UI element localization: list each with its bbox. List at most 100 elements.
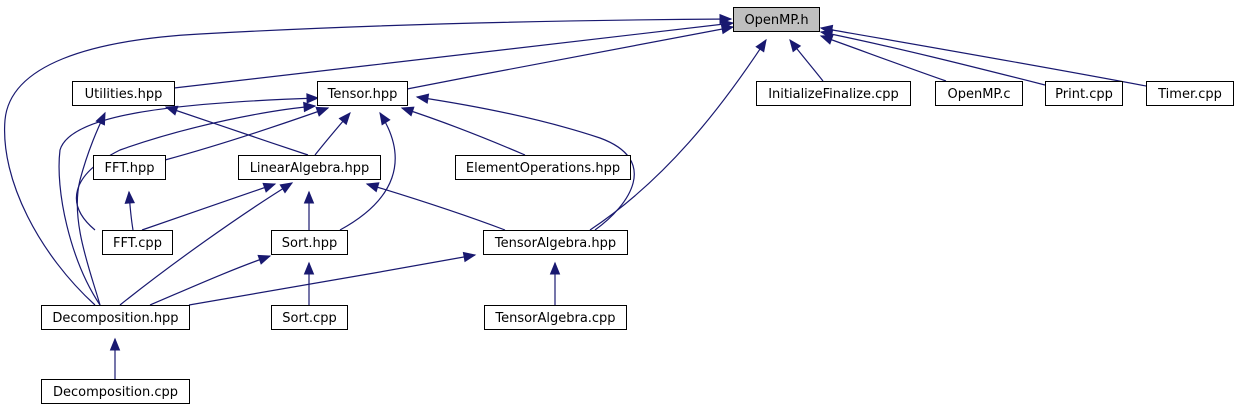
edge-decomp_hpp-to-sort_hpp	[149, 254, 272, 306]
node-label: Timer.cpp	[1157, 87, 1222, 102]
edge-initfin-to-openmp_h	[789, 38, 824, 82]
arrowhead	[819, 24, 834, 36]
node-box[interactable]	[271, 305, 348, 330]
node-box[interactable]	[93, 155, 166, 180]
node-label: ElementOperations.hpp	[466, 161, 620, 176]
edge-line	[820, 27, 1147, 87]
arrowhead	[365, 182, 380, 193]
edge-sort_hpp-to-tensor	[339, 111, 396, 231]
arrowhead	[109, 337, 121, 351]
node-box[interactable]	[1045, 81, 1123, 106]
node-box[interactable]	[1146, 81, 1234, 106]
edge-decomp_hpp-to-utilities	[76, 111, 106, 306]
arrowhead	[462, 251, 477, 263]
edge-line	[339, 112, 396, 231]
edge-sort_hpp-to-linalg	[303, 190, 315, 230]
node-label: Sort.hpp	[282, 236, 338, 251]
arrowhead	[315, 106, 330, 117]
node-box[interactable]	[483, 230, 628, 255]
node-label: OpenMP.h	[744, 13, 808, 28]
node-label: Decomposition.hpp	[52, 311, 178, 326]
edge-line	[3, 18, 732, 306]
edge-fft_hpp-to-tensor	[164, 106, 330, 161]
edge-talg_cpp-to-talg_hpp	[549, 261, 561, 305]
edge-line	[188, 254, 476, 306]
arrowhead	[262, 182, 277, 193]
node-sort-hpp[interactable]: Sort.hpp	[271, 230, 348, 255]
edge-talg_hpp-to-tensor	[415, 93, 635, 231]
node-label: OpenMP.c	[947, 87, 1010, 102]
edge-linalg-to-tensor	[314, 111, 351, 156]
edge-openmp_c-to-openmp_h	[819, 34, 947, 82]
edge-decomp_hpp-to-linalg	[119, 182, 294, 306]
edge-line	[149, 255, 271, 306]
edge-decomp_hpp-to-openmp_h	[3, 13, 733, 306]
node-timer[interactable]: Timer.cpp	[1146, 81, 1234, 106]
node-box[interactable]	[935, 81, 1023, 106]
node-box[interactable]	[484, 305, 627, 330]
node-box[interactable]	[271, 230, 348, 255]
arrowhead	[415, 93, 430, 104]
arrowhead	[789, 38, 802, 53]
node-label: FFT.hpp	[104, 161, 154, 176]
node-talg-cpp[interactable]: TensorAlgebra.cpp	[484, 305, 627, 330]
node-label: TensorAlgebra.hpp	[494, 236, 616, 251]
node-box[interactable]	[41, 379, 190, 404]
arrowhead	[279, 182, 294, 194]
node-fft-cpp[interactable]: FFT.cpp	[102, 230, 173, 255]
node-box[interactable]	[756, 81, 911, 106]
node-elemops[interactable]: ElementOperations.hpp	[455, 155, 631, 180]
edge-elemops-to-tensor	[400, 106, 526, 156]
edge-line	[119, 182, 293, 306]
node-box[interactable]	[733, 7, 820, 32]
arrowhead	[379, 111, 391, 126]
arrowhead	[306, 93, 320, 104]
node-utilities[interactable]: Utilities.hpp	[72, 81, 175, 106]
node-box[interactable]	[317, 81, 408, 106]
edge-decomp_hpp-to-tensor	[58, 93, 320, 306]
edge-utilities-to-openmp_h	[173, 19, 735, 89]
node-print[interactable]: Print.cpp	[1045, 81, 1123, 106]
edge-line	[173, 22, 734, 89]
edge-line	[75, 105, 316, 231]
node-box[interactable]	[72, 81, 175, 106]
edge-line	[416, 96, 635, 231]
edge-fft_cpp-to-fft_hpp	[124, 190, 135, 231]
edge-line	[164, 107, 329, 161]
node-box[interactable]	[455, 155, 631, 180]
node-fft-hpp[interactable]: FFT.hpp	[93, 155, 166, 180]
edge-line	[820, 35, 947, 82]
node-openmp-h[interactable]: OpenMP.h	[733, 7, 820, 32]
node-box[interactable]	[238, 155, 381, 180]
node-tensor[interactable]: Tensor.hpp	[317, 81, 408, 106]
node-label: Print.cpp	[1055, 87, 1113, 102]
node-box[interactable]	[102, 230, 173, 255]
node-openmp-c[interactable]: OpenMP.c	[935, 81, 1023, 106]
arrowhead	[95, 111, 106, 126]
node-sort-cpp[interactable]: Sort.cpp	[271, 305, 348, 330]
node-decomp-cpp[interactable]: Decomposition.cpp	[41, 379, 190, 404]
edge-line	[366, 183, 506, 231]
edge-line	[589, 39, 767, 231]
node-linalg[interactable]: LinearAlgebra.hpp	[238, 155, 381, 180]
node-label: InitializeFinalize.cpp	[768, 87, 899, 102]
arrowhead	[303, 101, 317, 113]
node-initfin[interactable]: InitializeFinalize.cpp	[756, 81, 911, 106]
node-decomp-hpp[interactable]: Decomposition.hpp	[41, 305, 190, 330]
edge-line	[58, 97, 319, 306]
edge-line	[165, 106, 309, 156]
node-box[interactable]	[41, 305, 190, 330]
edge-fft_cpp-to-tensor	[75, 101, 317, 231]
edges-layer	[3, 13, 1147, 380]
edge-talg_hpp-to-linalg	[365, 182, 506, 231]
edge-decomp_cpp-to-decomp_hpp	[109, 337, 121, 380]
node-label: Sort.cpp	[282, 311, 336, 326]
edge-decomp_hpp-to-talg_hpp	[188, 251, 477, 306]
edge-fft_cpp-to-linalg	[141, 182, 277, 231]
arrowhead	[338, 111, 351, 126]
arrowhead	[755, 38, 767, 53]
node-talg-hpp[interactable]: TensorAlgebra.hpp	[483, 230, 628, 255]
edge-sort_cpp-to-sort_hpp	[303, 261, 315, 305]
